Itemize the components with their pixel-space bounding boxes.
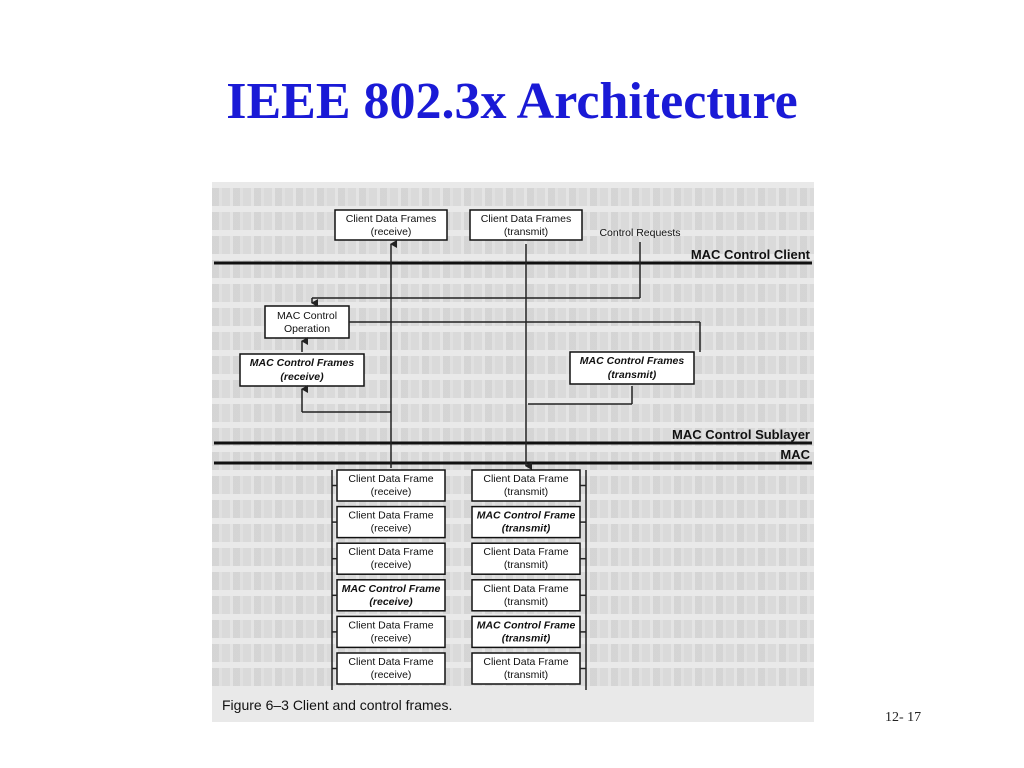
layer-label-mac-control-sublayer: MAC Control Sublayer bbox=[672, 427, 810, 442]
layer-label-mac: MAC bbox=[780, 447, 810, 462]
bleed-through-text bbox=[212, 188, 814, 206]
frame-transmit-box: Client Data Frame(transmit) bbox=[471, 652, 581, 685]
svg-text:MAC Control Frames: MAC Control Frames bbox=[250, 357, 355, 369]
flow-connectors bbox=[301, 240, 701, 470]
client-data-frames-receive-box: Client Data Frames (receive) bbox=[334, 209, 448, 241]
frame-transmit-box-label: MAC Control Frame bbox=[477, 619, 576, 631]
frame-transmit-box-label: (transmit) bbox=[504, 669, 548, 681]
frame-transmit-box: MAC Control Frame(transmit) bbox=[471, 615, 581, 649]
svg-text:(receive): (receive) bbox=[280, 371, 324, 383]
frame-receive-box-label: (receive) bbox=[369, 596, 413, 608]
frame-transmit-box: Client Data Frame(transmit) bbox=[471, 469, 581, 502]
frame-transmit-box-label: Client Data Frame bbox=[483, 473, 568, 485]
svg-text:Operation: Operation bbox=[284, 323, 330, 335]
client-data-frames-transmit-box: Client Data Frames (transmit) bbox=[469, 209, 583, 241]
frame-transmit-box-label: (transmit) bbox=[502, 523, 551, 535]
layer-label-mac-control-client: MAC Control Client bbox=[691, 247, 811, 262]
frame-transmit-box-label: (transmit) bbox=[504, 559, 548, 571]
slide-title: IEEE 802.3x Architecture bbox=[226, 73, 798, 130]
mac-control-frames-transmit-box: MAC Control Frames (transmit) bbox=[569, 351, 695, 385]
svg-text:(receive): (receive) bbox=[371, 226, 412, 238]
frame-receive-box: Client Data Frame(receive) bbox=[336, 542, 446, 575]
svg-text:Client Data Frames: Client Data Frames bbox=[346, 213, 436, 225]
frame-receive-box: Client Data Frame(receive) bbox=[336, 615, 446, 649]
frame-receive-box-label: Client Data Frame bbox=[348, 473, 433, 485]
frame-receive-box-label: Client Data Frame bbox=[348, 619, 433, 631]
frame-receive-box-label: (receive) bbox=[371, 669, 412, 681]
bleed-through-text bbox=[212, 332, 814, 350]
frame-transmit-box-label: Client Data Frame bbox=[483, 583, 568, 595]
frame-transmit-box-label: Client Data Frame bbox=[483, 656, 568, 668]
page-number: 12- 17 bbox=[885, 710, 922, 725]
frame-transmit-box: Client Data Frame(transmit) bbox=[471, 542, 581, 575]
frame-transmit-box-label: (transmit) bbox=[502, 632, 551, 644]
frame-receive-box-label: (receive) bbox=[371, 632, 412, 644]
frame-receive-box-label: Client Data Frame bbox=[348, 546, 433, 558]
svg-text:(transmit): (transmit) bbox=[504, 226, 548, 238]
frame-receive-box: Client Data Frame(receive) bbox=[336, 505, 446, 539]
frame-receive-box: MAC Control Frame(receive) bbox=[336, 579, 446, 612]
frame-receive-box-label: Client Data Frame bbox=[348, 656, 433, 668]
control-requests-label: Control Requests bbox=[599, 227, 680, 239]
mac-control-frames-receive-box: MAC Control Frames (receive) bbox=[239, 353, 365, 387]
frame-receive-box: Client Data Frame(receive) bbox=[336, 469, 446, 502]
svg-text:Client Data Frames: Client Data Frames bbox=[481, 213, 571, 225]
frame-receive-box: Client Data Frame(receive) bbox=[336, 652, 446, 685]
frame-stack: Client Data Frame(receive)Client Data Fr… bbox=[332, 469, 586, 685]
frame-transmit-box-label: MAC Control Frame bbox=[477, 510, 576, 522]
frame-receive-box-label: Client Data Frame bbox=[348, 510, 433, 522]
frame-stack-spine bbox=[331, 470, 587, 690]
frame-transmit-box-label: Client Data Frame bbox=[483, 546, 568, 558]
frame-receive-box-label: (receive) bbox=[371, 559, 412, 571]
frame-receive-box-label: MAC Control Frame bbox=[342, 583, 441, 595]
frame-receive-box-label: (receive) bbox=[371, 523, 412, 535]
bleed-through-text bbox=[212, 452, 814, 470]
frame-receive-box-label: (receive) bbox=[371, 486, 412, 498]
layer-lines bbox=[214, 261, 812, 465]
bleed-through-text bbox=[212, 404, 814, 422]
frame-transmit-box: MAC Control Frame(transmit) bbox=[471, 505, 581, 539]
frame-transmit-box-label: (transmit) bbox=[504, 486, 548, 498]
svg-text:(transmit): (transmit) bbox=[608, 369, 657, 381]
svg-text:MAC Control Frames: MAC Control Frames bbox=[580, 355, 685, 367]
frame-transmit-box: Client Data Frame(transmit) bbox=[471, 579, 581, 612]
frame-transmit-box-label: (transmit) bbox=[504, 596, 548, 608]
svg-text:MAC Control: MAC Control bbox=[277, 310, 337, 322]
figure-caption: Figure 6–3 Client and control frames. bbox=[222, 697, 453, 713]
mac-control-operation-box: MAC Control Operation bbox=[264, 305, 350, 339]
